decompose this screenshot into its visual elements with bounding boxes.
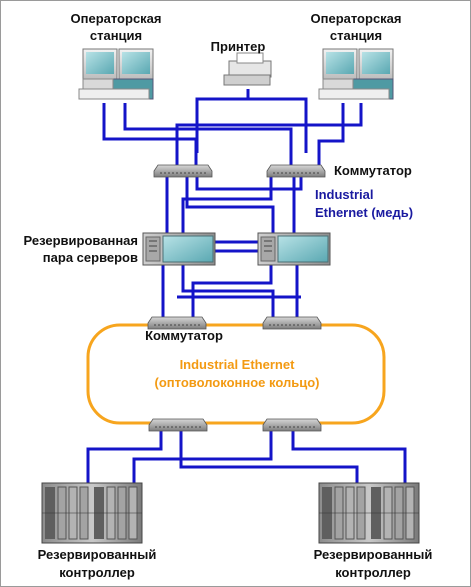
operator-station-left-icon (78, 48, 154, 100)
copper-ethernet-label-line2: Ethernet (медь) (315, 205, 413, 220)
servers-label-line2: пара серверов (43, 250, 138, 265)
server-right-icon (257, 232, 331, 266)
printer-label: Принтер (211, 39, 266, 54)
controller-right-label-line1: Резервированный (314, 547, 433, 562)
servers-label-line1: Резервированная (24, 233, 138, 248)
switch-ring-bottom-left-icon (148, 418, 208, 432)
copper-cabling (86, 89, 407, 483)
switch-top-label: Коммутатор (334, 163, 412, 178)
fiber-ring-label-line1: Industrial Ethernet (180, 357, 296, 372)
operator-station-left-label-line1: Операторская (71, 11, 162, 26)
controller-left-label-line1: Резервированный (38, 547, 157, 562)
operator-station-right-label-line2: станция (330, 28, 382, 43)
copper-ethernet-label-line1: Industrial (315, 187, 374, 202)
switch-top-left-icon (153, 164, 213, 178)
printer-icon (223, 52, 272, 86)
switch-ring-top-right-icon (262, 316, 322, 330)
fiber-ring-label-line2: (оптоволоконное кольцо) (155, 375, 320, 390)
fiber-ring (86, 323, 386, 425)
controller-right-icon (318, 482, 420, 544)
operator-station-right-label-line1: Операторская (311, 11, 402, 26)
server-left-icon (142, 232, 216, 266)
controller-right-label-line2: контроллер (335, 565, 411, 580)
operator-station-left-label-line2: станция (90, 28, 142, 43)
controller-left-label-line2: контроллер (59, 565, 135, 580)
switch-top-right-icon (266, 164, 326, 178)
operator-station-right-icon (318, 48, 394, 100)
switch-ring-label: Коммутатор (145, 328, 223, 343)
switch-ring-bottom-right-icon (262, 418, 322, 432)
controller-left-icon (41, 482, 143, 544)
